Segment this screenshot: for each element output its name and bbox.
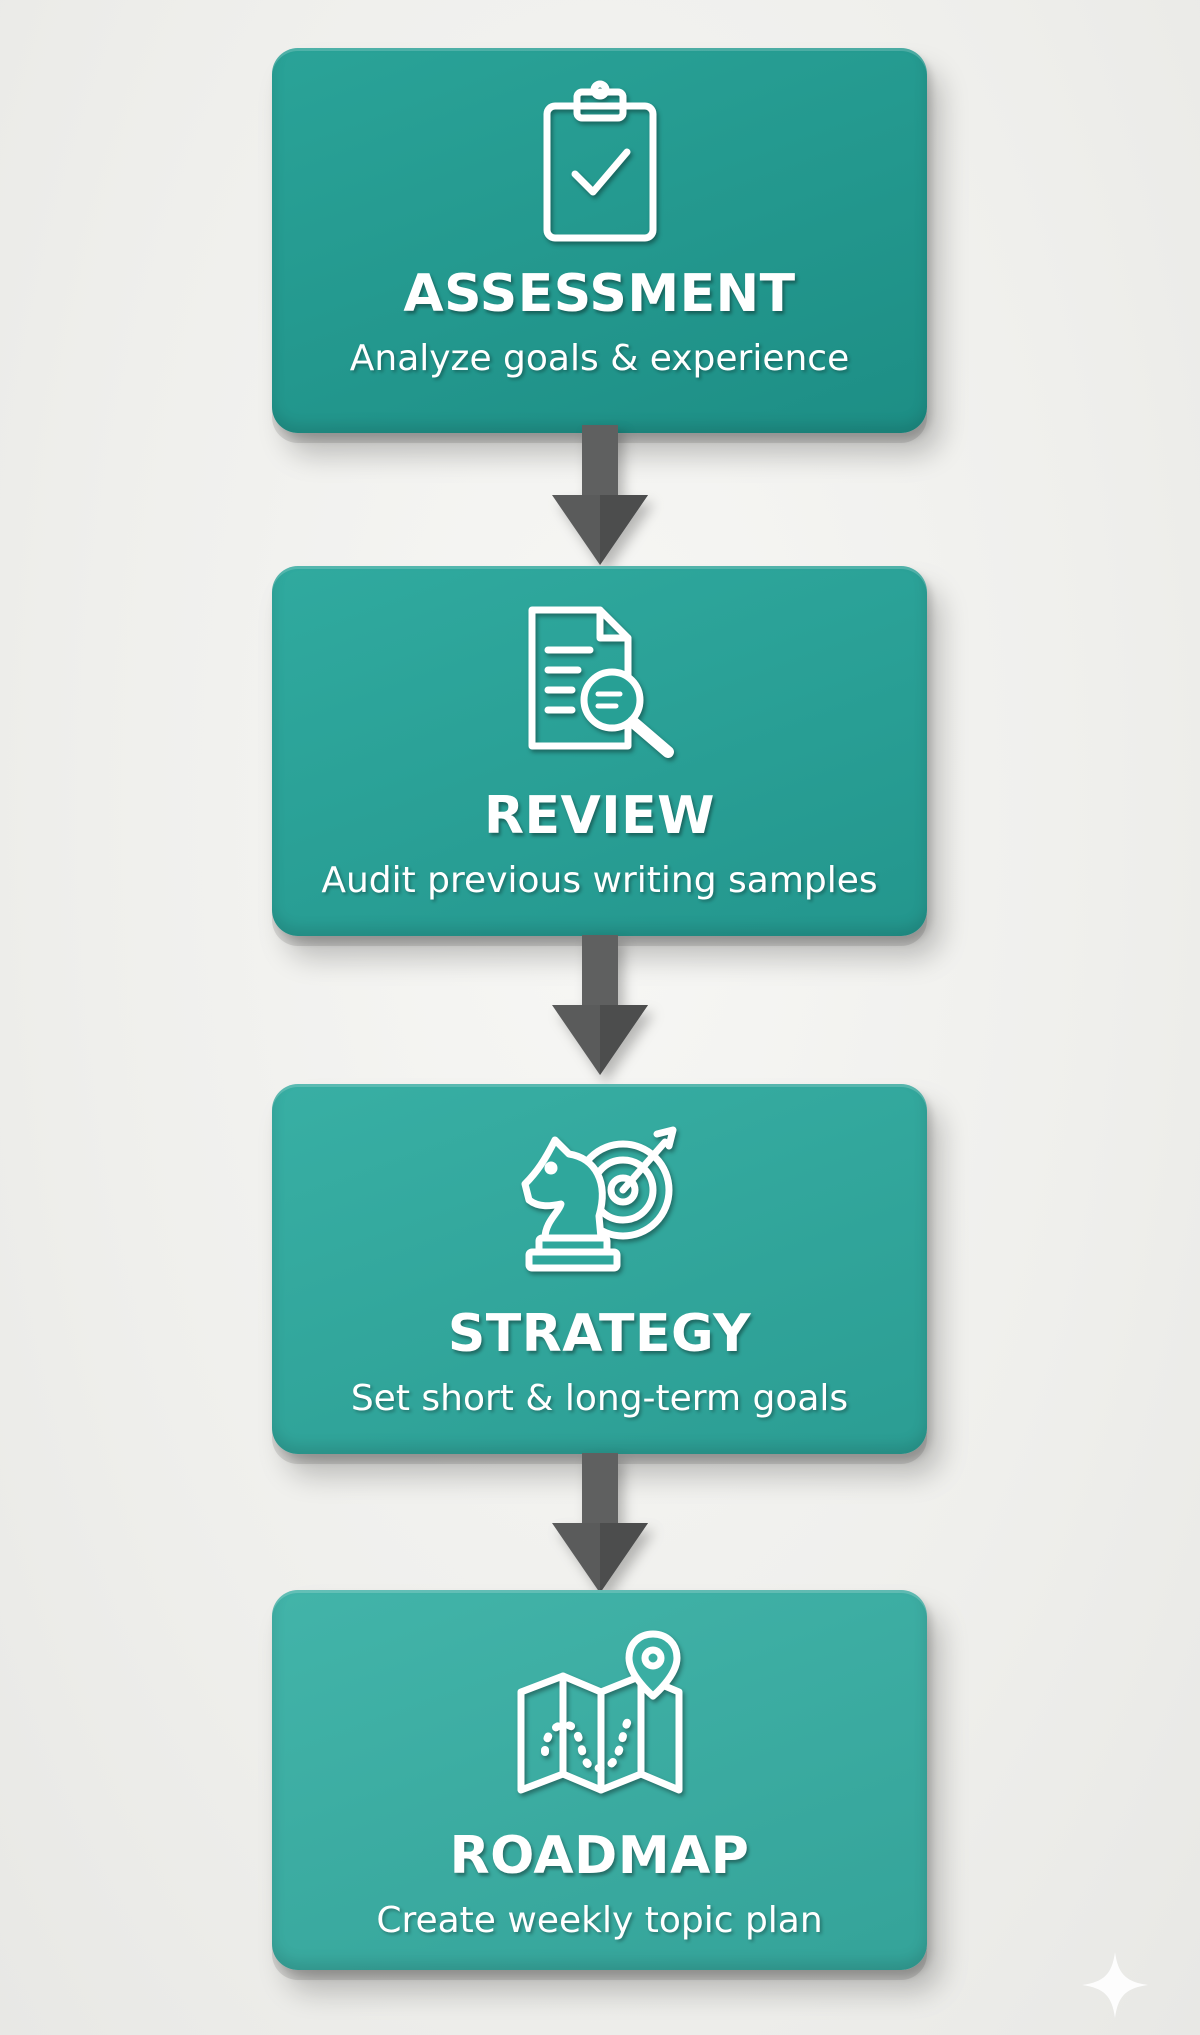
step-title: REVIEW — [483, 786, 716, 846]
step-strategy-card: STRATEGY Set short & long-term goals — [272, 1084, 927, 1454]
chess-knight-target-icon — [515, 1120, 685, 1280]
step-title: ROADMAP — [449, 1826, 750, 1886]
step-roadmap-card: ROADMAP Create weekly topic plan — [272, 1590, 927, 1970]
clipboard-check-icon — [535, 78, 665, 248]
step-review-card: REVIEW Audit previous writing samples — [272, 566, 927, 936]
flow-arrow-3 — [548, 1453, 652, 1598]
step-description: Set short & long-term goals — [350, 1378, 849, 1419]
document-search-icon — [520, 602, 680, 762]
flow-arrow-1 — [548, 425, 652, 570]
step-description: Audit previous writing samples — [321, 860, 878, 901]
step-title: ASSESSMENT — [403, 264, 796, 324]
step-description: Create weekly topic plan — [376, 1900, 823, 1941]
step-assessment-card: ASSESSMENT Analyze goals & experience — [272, 48, 927, 433]
map-pin-icon — [515, 1630, 685, 1800]
sparkle-watermark-icon — [1080, 1950, 1150, 2024]
step-description: Analyze goals & experience — [349, 338, 850, 379]
step-title: STRATEGY — [447, 1304, 752, 1364]
flow-arrow-2 — [548, 935, 652, 1080]
